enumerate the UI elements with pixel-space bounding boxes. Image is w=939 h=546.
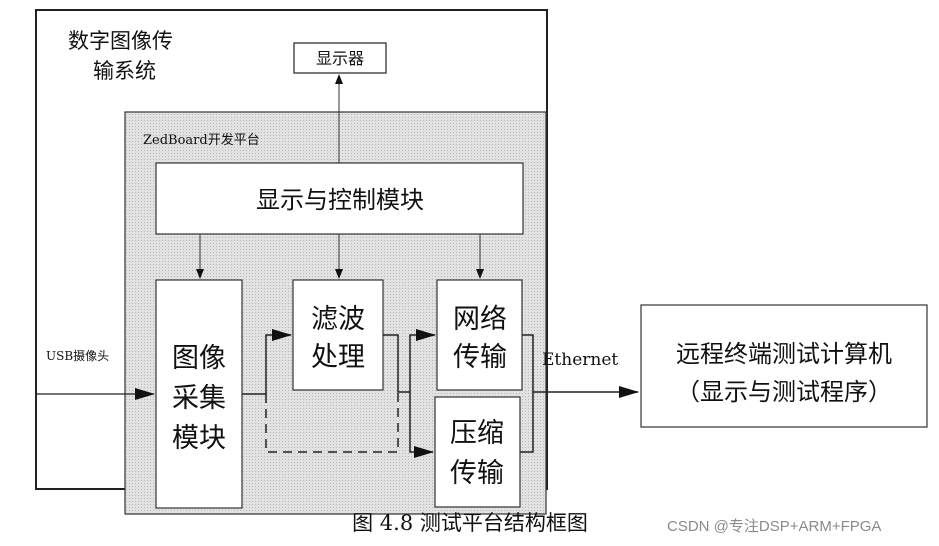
capture-to-filter-arrow	[242, 329, 292, 395]
capture-line1: 图像	[172, 343, 226, 374]
filter-line1: 滤波	[311, 304, 365, 335]
monitor-label: 显示器	[316, 49, 364, 68]
monitor-box	[293, 42, 387, 74]
output-merge-line	[520, 334, 534, 453]
figure-caption: 图 4.8 测试平台结构框图	[352, 511, 588, 535]
arrow-to-network-module	[409, 329, 436, 392]
bypass-dashed-path	[265, 392, 399, 453]
arrow-to-compress-module	[409, 392, 434, 458]
platform-label: ZedBoard开发平台	[143, 132, 260, 148]
system-title-line2: 输系统	[93, 59, 156, 83]
usb-camera-label: USB摄像头	[46, 348, 109, 363]
control-module-label: 显示与控制模块	[256, 186, 424, 214]
remote-pc-line2: （显示与测试程序）	[676, 378, 892, 406]
filter-module	[292, 279, 384, 391]
network-line2: 传输	[453, 342, 507, 373]
compress-line1: 压缩	[450, 418, 504, 449]
ethernet-label: Ethernet	[542, 350, 618, 370]
compress-line2: 传输	[450, 458, 504, 489]
watermark: CSDN @专注DSP+ARM+FPGA	[667, 518, 881, 535]
system-title-line1: 数字图像传	[68, 29, 173, 53]
capture-line2: 采集	[172, 383, 226, 414]
filter-output-line	[383, 334, 410, 393]
compress-module	[434, 396, 521, 508]
network-module	[436, 279, 523, 391]
remote-pc-line1: 远程终端测试计算机	[676, 340, 892, 368]
remote-pc-box	[640, 304, 928, 428]
capture-line3: 模块	[172, 423, 226, 454]
network-line1: 网络	[453, 304, 507, 335]
filter-line2: 处理	[311, 342, 365, 373]
